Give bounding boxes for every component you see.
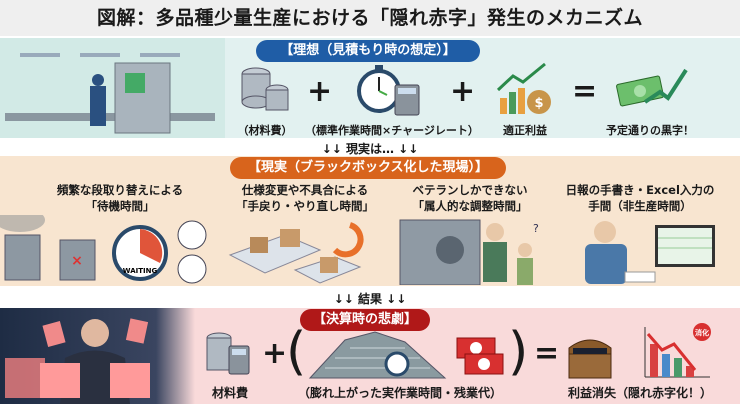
cause-line: 仕様変更や不具合による [241,183,369,197]
cause-line: ベテランしかできない [412,183,528,197]
equals-operator: = [534,336,560,371]
cause-line: 「待機時間」 [85,199,155,213]
yen-bills-icon [456,337,504,375]
cause-adjustment-time: ベテランしかできない「属人的な調整時間」 [395,182,545,214]
money-uptrend-icon [616,68,688,107]
cause-line: 日報の手書き・Excel入力の [565,183,715,197]
profit-chart-moneybag-icon: $ [496,62,551,114]
declining-profit-chart-icon: 消化 [644,323,711,378]
label-inflated-labor: （膨れ上がった実作業時間・残業代） [297,386,502,400]
ideal-heading: 【理想（見積もり時の想定）】 [256,40,480,62]
label-planned-surplus: 予定通りの黒字！ [606,124,694,137]
open-paren: ( [286,322,307,382]
coins-icon [241,67,289,111]
badge-digested: 消化 [695,328,709,337]
transition-reality: ↓↓ 現実は… ↓↓ [321,142,419,156]
waiting-label: WAITING [123,267,158,275]
label-profit-lost: 利益消失（隠れ赤字化！） [567,386,712,400]
stopwatch-calculator-icon [357,65,420,116]
factory-illustration [0,38,225,138]
close-paren: ) [508,322,529,382]
daily-report-input-illustration [585,221,715,284]
svg-text:?: ? [533,222,539,235]
waiting-machines-illustration: × WAITING [0,215,207,284]
equals-operator: = [572,74,598,109]
cause-line: 「属人的な調整時間」 [412,199,528,213]
cause-waiting-time: 頻繁な段取り替えによる「待機時間」 [40,182,200,214]
empty-treasure-chest-icon [568,339,612,379]
veteran-adjustment-illustration: ? [399,219,539,285]
material-cost-icon [206,332,250,375]
cause-line: 頻繁な段取り替えによる [56,183,184,197]
plus-operator: + [262,336,288,371]
svg-text:$: $ [534,96,543,111]
label-material-cost: （材料費） [237,124,293,137]
cause-line: 「手戻り・やり直し時間」 [236,199,374,213]
plus-operator: + [450,74,476,109]
transition-result: ↓↓ 結果 ↓↓ [333,292,407,306]
cause-line: 手間（非生産時間） [588,199,692,213]
cause-nonproductive-time: 日報の手書き・Excel入力の手間（非生産時間） [560,182,720,214]
label-material-cost-result: 材料費 [211,386,248,400]
cash-pile-clock-icon [308,331,447,379]
distressed-manager-illustration [0,308,195,404]
plus-operator: + [307,74,333,109]
result-heading: 【決算時の悲劇】 [300,309,430,331]
page-title: 図解：多品種少量生産における「隠れ赤字」発生のメカニズム [0,0,740,36]
label-proper-profit: 適正利益 [503,124,547,137]
rework-boxes-illustration [228,222,364,284]
reality-heading: 【現実（ブラックボックス化した現場）】 [230,157,506,179]
label-standard-labor: （標準作業時間×チャージレート） [305,124,479,137]
cause-rework-time: 仕様変更や不具合による「手戻り・やり直し時間」 [225,182,385,214]
svg-text:×: × [71,253,83,269]
